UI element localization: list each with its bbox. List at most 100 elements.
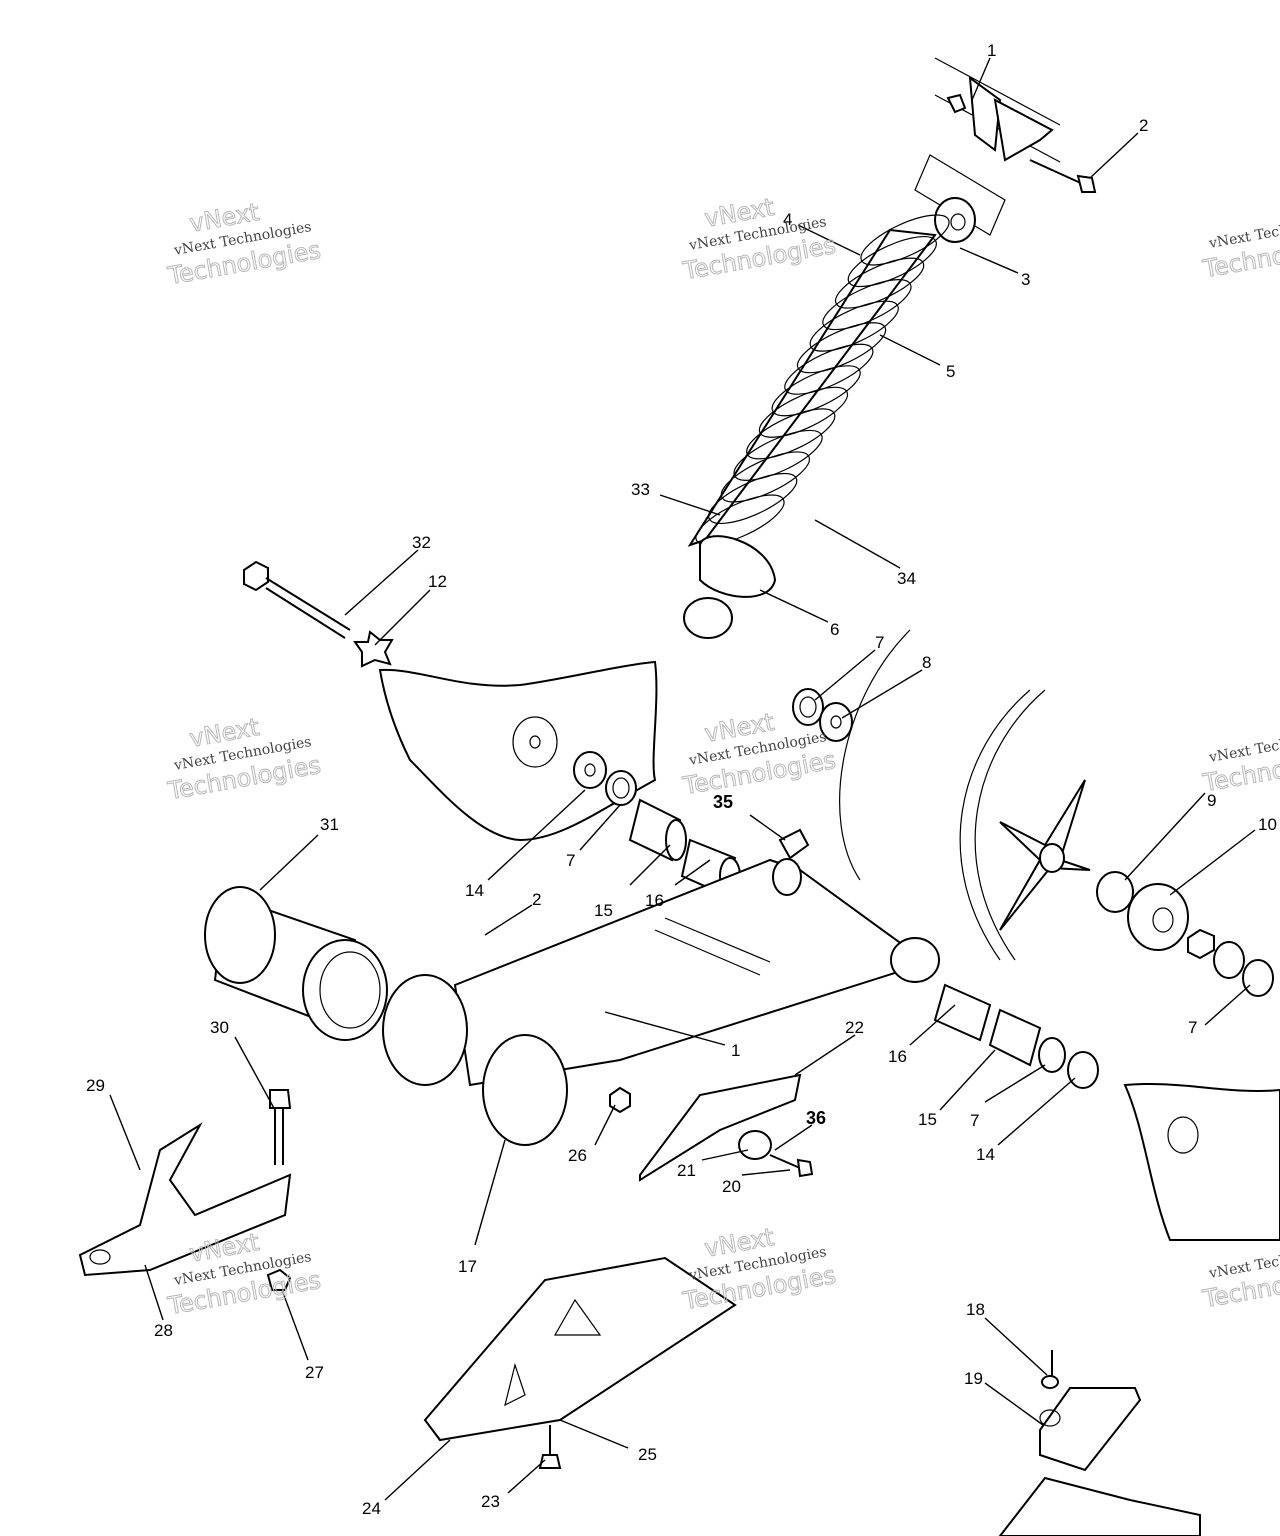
callout-35: 35 (713, 792, 733, 812)
watermark-1: vNext vNext Technologies Technologies (165, 197, 324, 290)
callout-7b: 7 (566, 851, 575, 870)
plate-19 (1039, 1387, 1142, 1472)
callout-30: 30 (210, 1018, 229, 1037)
callout-16b: 16 (888, 1047, 907, 1066)
callout-1b: 1 (731, 1041, 740, 1060)
spring-coil (733, 429, 823, 481)
callout-33: 33 (631, 480, 650, 499)
callout-25: 25 (638, 1445, 657, 1464)
callout-2b: 2 (532, 890, 541, 909)
callout-7c: 7 (1188, 1018, 1197, 1037)
washer-14b (1067, 1051, 1099, 1089)
callout-labels: 1 2 3 4 5 33 34 6 32 1 2 7 8 14 7 15 16 3… (86, 41, 1277, 1518)
spring-coil (784, 343, 874, 395)
callout-15a: 15 (594, 901, 613, 920)
chain-guard-left (378, 660, 658, 842)
nut-right (1187, 928, 1215, 960)
callout-2: 2 (1139, 116, 1148, 135)
callout-32: 32 (412, 533, 431, 552)
spring-coil (720, 451, 811, 503)
callout-16a: 16 (645, 891, 664, 910)
watermark-3: vNext vNext Technologies Technologies (165, 712, 324, 805)
skid-plate-24 (423, 1256, 737, 1442)
callout-17: 17 (458, 1257, 477, 1276)
callout-1: 1 (987, 41, 996, 60)
bolt-20 (769, 1154, 814, 1178)
bushing-21 (738, 1130, 772, 1160)
spring-coil (758, 386, 849, 438)
spring-coil (771, 365, 861, 417)
hub-10 (1127, 883, 1189, 951)
callout-36: 36 (806, 1108, 826, 1128)
spring-coil (834, 257, 925, 309)
watermark-8: vNext Technologies Technologies (1200, 726, 1280, 798)
callout-24: 24 (362, 1499, 381, 1518)
grease-fitting-35 (778, 828, 810, 860)
watermark-2: vNext vNext Technologies Technologies (680, 192, 839, 285)
callout-7d: 7 (970, 1111, 979, 1130)
bolt-30 (269, 1089, 292, 1165)
callout-4: 4 (783, 210, 792, 229)
callout-18: 18 (966, 1300, 985, 1319)
washer-7b (605, 770, 637, 806)
wheel-rim (839, 629, 1046, 961)
washer-right-a (1213, 941, 1245, 979)
watermark-6: vNext vNext Technologies Technologies (680, 1222, 839, 1315)
washer-7d (1038, 1037, 1066, 1073)
callout-10: 10 (1258, 815, 1277, 834)
star-washer-12 (353, 630, 394, 668)
spring-coil (847, 236, 937, 288)
watermark-7: vNext Technologies Technologies (1200, 212, 1280, 284)
spring-coil (695, 494, 785, 546)
spring-coil (860, 214, 950, 266)
clamp-rings (382, 974, 568, 1146)
callout-19: 19 (964, 1369, 983, 1388)
callout-27: 27 (305, 1363, 324, 1382)
washer-14a (573, 751, 607, 789)
washer-right-b (1242, 959, 1274, 997)
callout-14b: 14 (976, 1145, 995, 1164)
spring-coil (746, 408, 836, 460)
spring-coil (708, 472, 798, 524)
bushing-16b (933, 983, 992, 1042)
spring-coil (822, 279, 912, 331)
lower-arm (998, 1476, 1201, 1536)
washer-7a (792, 688, 824, 726)
bracket-22 (639, 1073, 802, 1182)
watermark-9: vNext Technologies Technologies (1200, 1242, 1280, 1314)
axle-tube-31 (204, 886, 388, 1041)
callout-3: 3 (1021, 270, 1030, 289)
bracket-29 (78, 1122, 292, 1277)
chain-guard-right (1123, 1082, 1280, 1241)
washer-8 (819, 702, 853, 742)
spring-coil (809, 300, 899, 352)
callout-5: 5 (946, 362, 955, 381)
watermarks: vNext vNext Technologies Technologies vN… (165, 192, 1280, 1320)
spring-coil (796, 322, 887, 374)
bolt-32 (243, 560, 351, 639)
callout-29: 29 (86, 1076, 105, 1095)
callout-9: 9 (1207, 791, 1216, 810)
callout-8: 8 (922, 653, 931, 672)
callout-28: 28 (154, 1321, 173, 1340)
callout-6: 6 (830, 620, 839, 639)
rivet-18 (1041, 1350, 1059, 1389)
callout-26: 26 (568, 1146, 587, 1165)
hub-spider (999, 779, 1091, 931)
bushing-15a (628, 798, 687, 862)
leader-lines (109, 57, 1256, 1501)
callout-21: 21 (677, 1161, 696, 1180)
callout-34: 34 (897, 569, 916, 588)
callout-15b: 15 (918, 1110, 937, 1129)
shock-absorber (683, 154, 1006, 639)
callout-7a: 7 (875, 633, 884, 652)
callout-31: 31 (320, 815, 339, 834)
spacer-9 (1096, 871, 1134, 913)
callout-14a: 14 (465, 881, 484, 900)
callout-22: 22 (845, 1018, 864, 1037)
callout-23: 23 (481, 1492, 500, 1511)
bushing-15b (988, 1008, 1042, 1067)
upper-mount-bracket (934, 57, 1097, 193)
nut-27 (266, 1268, 292, 1291)
